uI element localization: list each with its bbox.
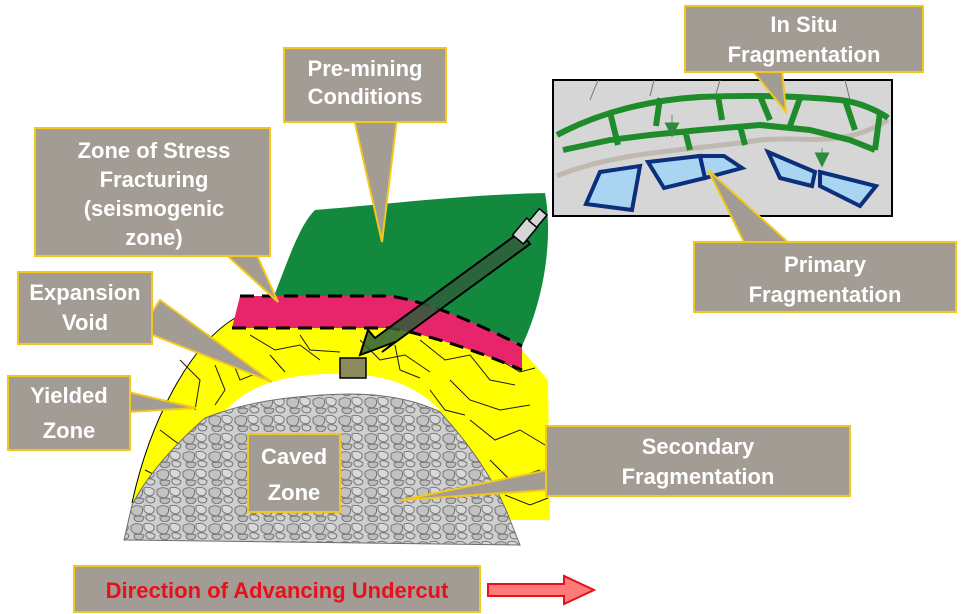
label-pre-mining-1: Pre-mining — [308, 56, 423, 81]
label-stress-4: zone) — [125, 225, 182, 250]
label-primary-2: Fragmentation — [749, 282, 902, 307]
callout-in-situ: In Situ Fragmentation — [684, 5, 924, 116]
pre-mining-zone — [274, 193, 549, 346]
primary-blocks — [583, 148, 880, 213]
callout-yielded-zone: Yielded Zone — [7, 375, 197, 451]
label-stress-3: (seismogenic — [84, 196, 225, 221]
label-caved-2: Zone — [268, 480, 321, 505]
in-situ-fracture-lines — [555, 93, 890, 153]
label-primary-1: Primary — [784, 252, 867, 277]
right-arrow-icon — [487, 574, 597, 606]
label-in-situ-1: In Situ — [770, 12, 837, 37]
label-stress-1: Zone of Stress — [78, 138, 231, 163]
label-in-situ-2: Fragmentation — [728, 42, 881, 67]
label-caved-1: Caved — [261, 444, 327, 469]
direction-label: Direction of Advancing Undercut — [106, 578, 449, 603]
callout-expansion-void: Expansion Void — [17, 271, 273, 383]
callout-secondary: Secondary Fragmentation — [401, 425, 851, 501]
label-pre-mining-2: Conditions — [308, 84, 423, 109]
callout-primary: Primary Fragmentation — [693, 169, 957, 313]
zoom-arrow — [339, 207, 549, 379]
label-stress-2: Fracturing — [100, 167, 209, 192]
label-secondary-1: Secondary — [642, 434, 755, 459]
callout-stress-fracturing: Zone of Stress Fracturing (seismogenic z… — [34, 127, 279, 303]
label-yielded-1: Yielded — [30, 383, 107, 408]
label-secondary-2: Fragmentation — [622, 464, 775, 489]
direction-indicator: Direction of Advancing Undercut — [73, 565, 597, 613]
callout-pre-mining: Pre-mining Conditions — [283, 47, 447, 243]
seismogenic-zone — [232, 296, 522, 370]
label-yielded-2: Zone — [43, 418, 96, 443]
label-expansion-1: Expansion — [29, 280, 140, 305]
label-expansion-2: Void — [62, 310, 108, 335]
callout-caved-zone: Caved Zone — [247, 433, 341, 513]
expansion-void — [225, 373, 440, 412]
